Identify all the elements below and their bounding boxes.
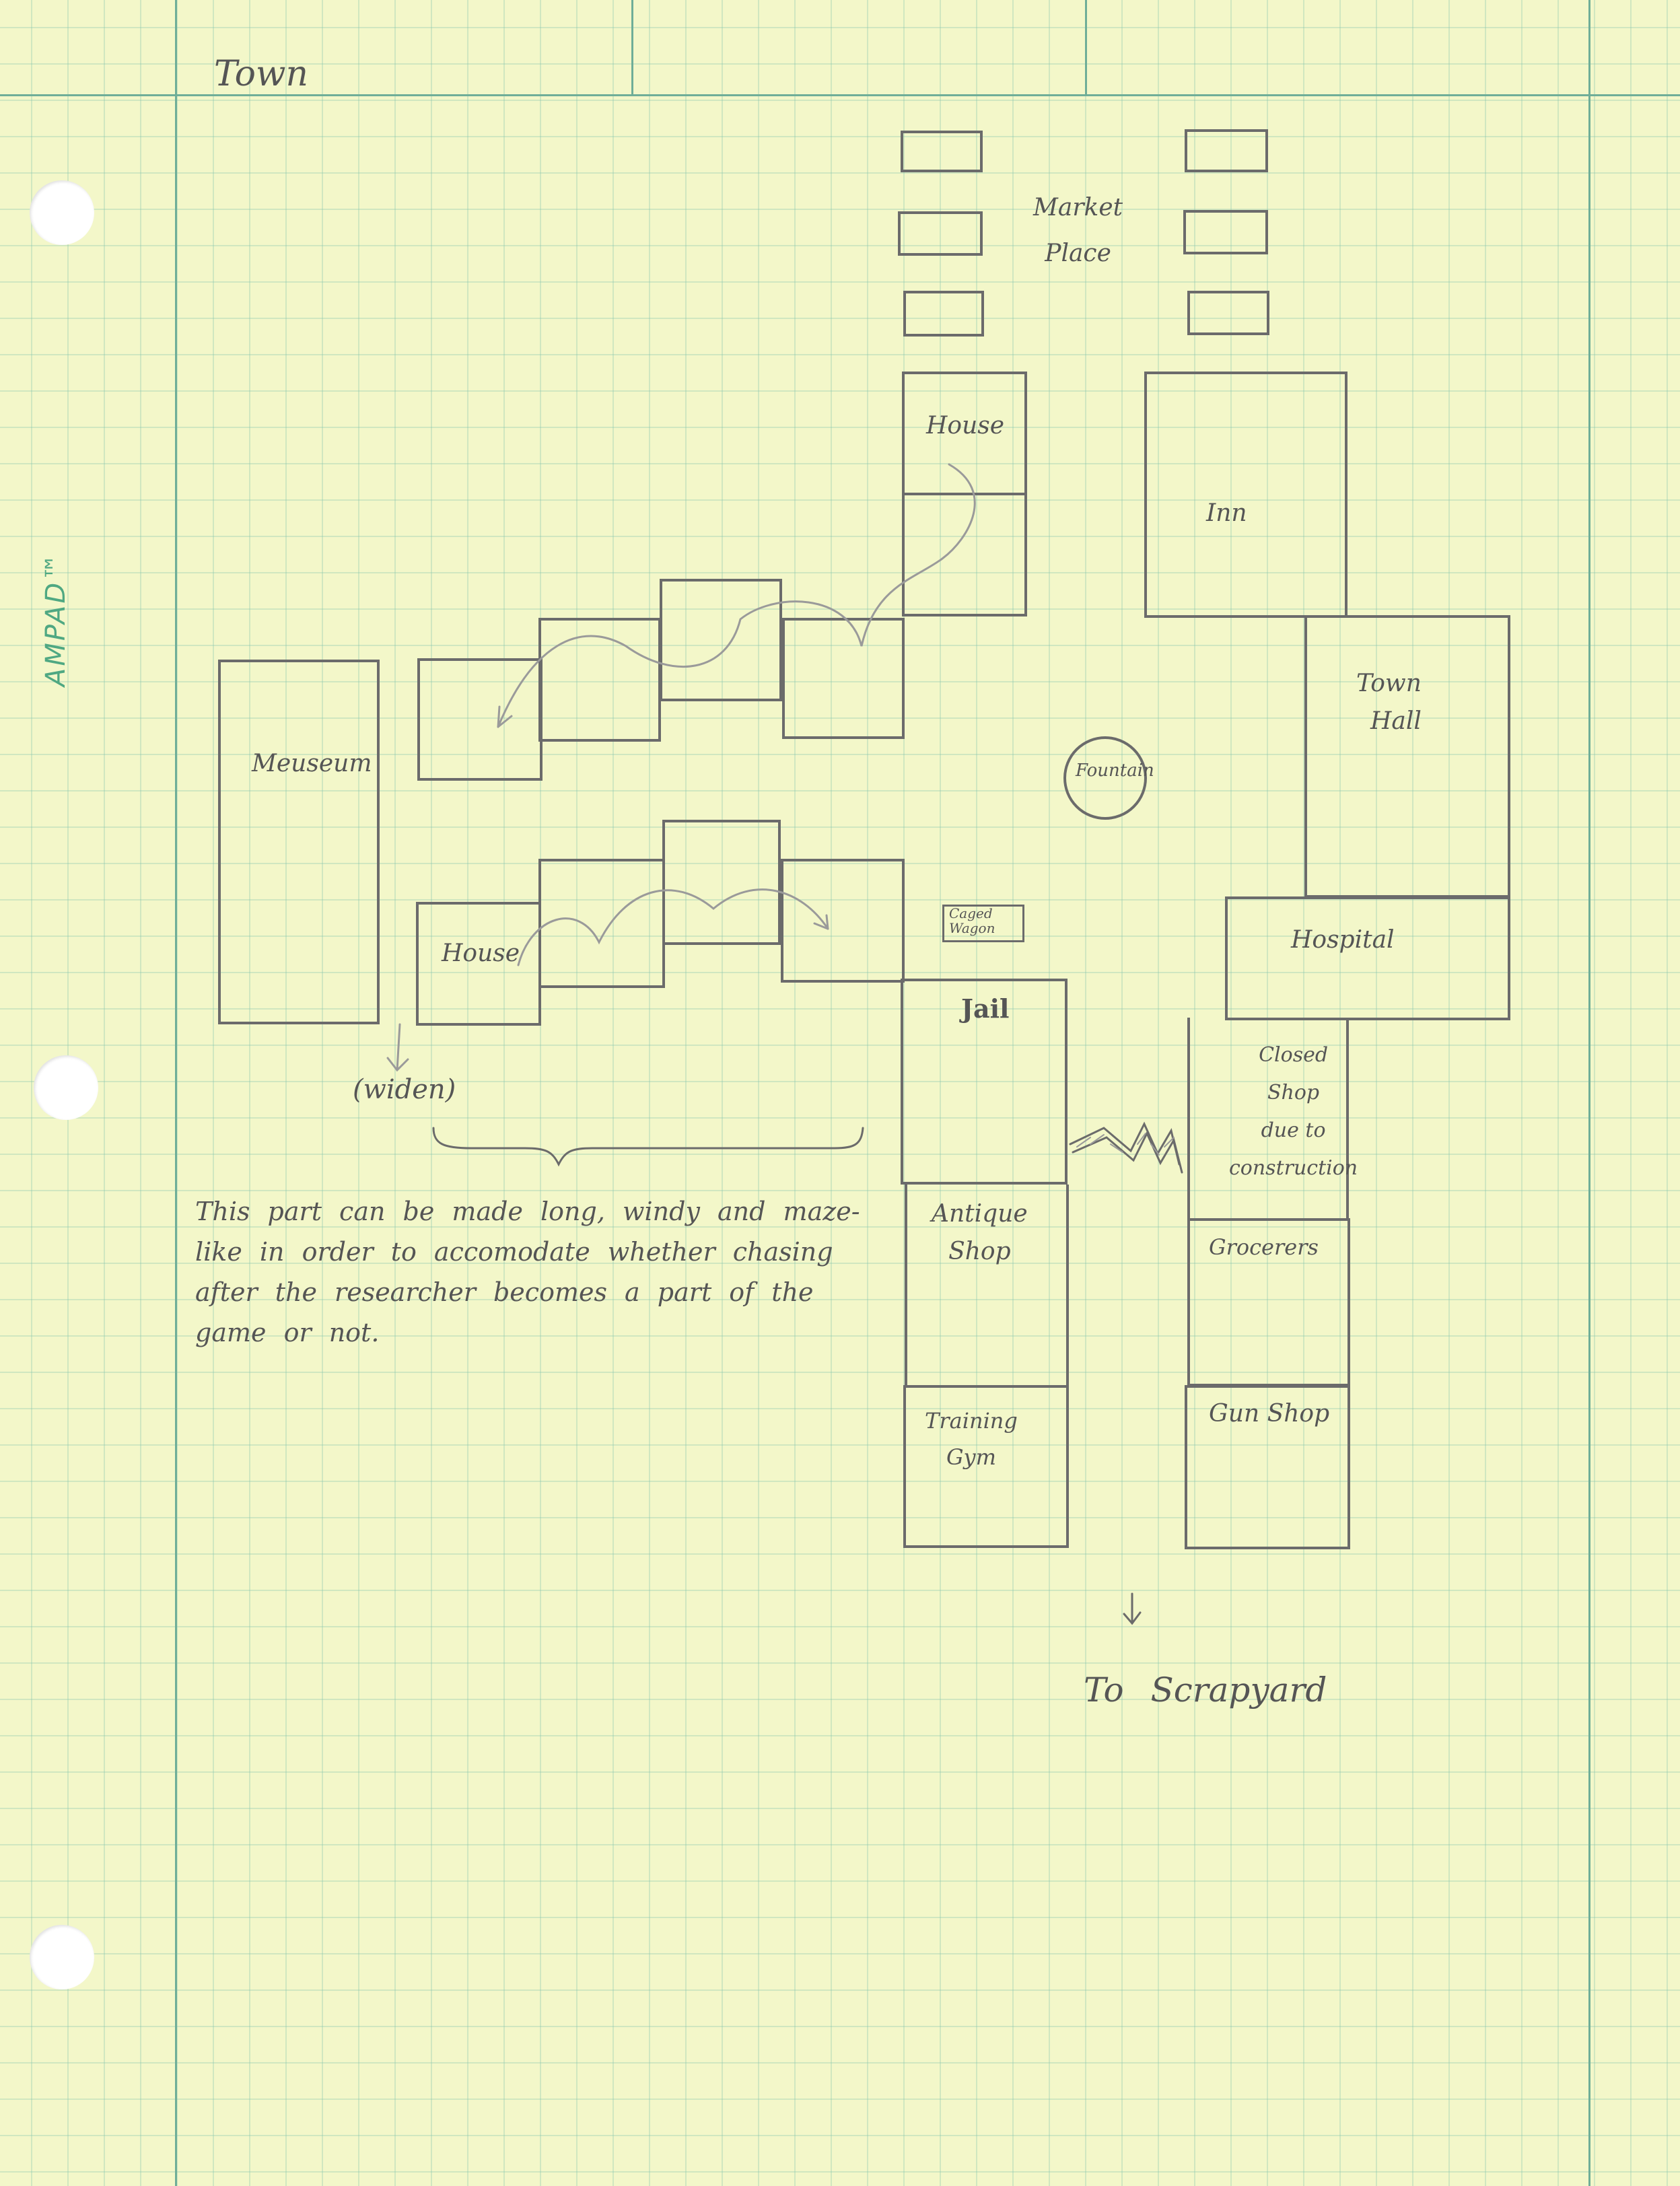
training-gym [903, 1385, 1069, 1548]
house-top-label: House [926, 412, 1005, 439]
widen-brace [432, 1127, 864, 1167]
market-stall-right-3 [1187, 291, 1269, 335]
house-top-annex [902, 493, 1027, 616]
antique-shop-label: Antique Shop [932, 1200, 1028, 1265]
header-divider-1 [631, 0, 633, 94]
market-stall-right-2 [1183, 210, 1268, 254]
construction-hatch [1076, 1133, 1175, 1156]
training-gym-label: Training Gym [925, 1408, 1018, 1470]
upper-path-arrowhead [497, 705, 513, 728]
jail [901, 979, 1068, 1185]
left-margin-rule [175, 0, 177, 2186]
hospital [1225, 896, 1510, 1020]
scrapyard-arrow [1123, 1592, 1142, 1625]
inn [1144, 372, 1348, 618]
page-title: Town [214, 54, 308, 94]
market-stall-left-3 [903, 291, 984, 337]
binder-hole-top [30, 180, 94, 245]
lower-path-arrowhead [813, 914, 829, 930]
widen-label: (widen) [353, 1074, 456, 1105]
museum-label: Meuseum [252, 750, 372, 777]
right-margin-rule [1588, 0, 1590, 2186]
jail-label: Jail [961, 993, 1010, 1024]
lower-row-block-3 [662, 820, 781, 945]
caged-wagon-label: Caged Wagon [949, 905, 995, 936]
widen-arrow [386, 1023, 409, 1072]
museum [218, 660, 380, 1024]
caged-wagon [942, 905, 1024, 942]
fountain-label: Fountain [1076, 761, 1154, 781]
binder-hole-middle [34, 1055, 98, 1120]
design-note: This part can be made long, windy and ma… [195, 1197, 860, 1347]
market-stall-right-1 [1185, 129, 1268, 172]
closed-shop-label: Closed Shop due to construction [1229, 1043, 1358, 1180]
upper-row-block-4 [782, 618, 905, 739]
lower-path-arrow [517, 888, 829, 966]
gun-shop [1185, 1385, 1350, 1549]
header-divider-2 [1085, 0, 1087, 94]
lower-row-block-4 [781, 859, 905, 983]
grocerers-label: Grocerers [1209, 1234, 1319, 1260]
inn-label: Inn [1206, 499, 1247, 527]
upper-path-arrow [497, 463, 976, 728]
fountain [1063, 736, 1147, 820]
hospital-label: Hospital [1291, 926, 1395, 954]
construction-zigzag [1069, 1121, 1183, 1174]
upper-row-block-1 [417, 658, 542, 781]
town-hall-label: Town Hall [1356, 670, 1422, 735]
to-scrapyard-label: To Scrapyard [1084, 1670, 1327, 1709]
binder-hole-bottom [30, 1925, 94, 1989]
house-left-label: House [442, 940, 520, 967]
market-place-label: Market Place [1033, 194, 1123, 267]
market-stall-left-2 [898, 211, 983, 256]
header-rule [0, 94, 1680, 96]
upper-row-block-3 [660, 579, 782, 701]
market-stall-left-1 [901, 131, 983, 172]
gun-shop-label: Gun Shop [1209, 1400, 1330, 1427]
